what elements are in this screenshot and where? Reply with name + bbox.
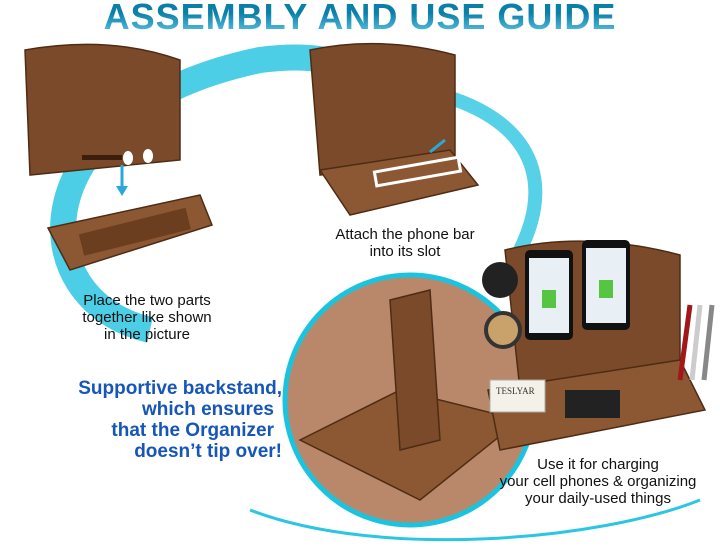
caption-line: in the picture (104, 326, 190, 343)
step2-caption: Attach the phone bar into its slot (325, 226, 485, 260)
caption-line: Attach the phone bar (335, 226, 475, 243)
backstand-callout: Supportive backstand, which ensures that… (40, 378, 282, 462)
caption-line: your daily-used things (525, 490, 671, 507)
caption-line: Use it for charging (537, 456, 659, 473)
watch-black (482, 262, 518, 298)
callout-line: Supportive backstand, (78, 378, 282, 399)
step1-base (46, 194, 213, 271)
flow-arc-bottom (249, 498, 701, 542)
caption-line: together like shown (82, 309, 212, 326)
step3-organizer (482, 240, 715, 451)
step3-caption: Use it for charging your cell phones & o… (478, 456, 718, 507)
caption-line: your cell phones & organizing (499, 473, 697, 490)
page-title: ASSEMBLY AND USE GUIDE (0, 0, 720, 38)
caption-line: into its slot (369, 243, 441, 260)
business-card (489, 379, 546, 413)
brand-card-text: TESLYAR (496, 386, 535, 396)
callout-line: which ensures (142, 399, 274, 420)
step2-assembled (309, 42, 480, 216)
callout-line: that the Organizer (111, 420, 274, 441)
watch-gold (484, 311, 522, 349)
step1-backboard (24, 43, 181, 176)
wallet (565, 390, 620, 418)
callout-line: doesn’t tip over! (134, 441, 282, 462)
caption-line: Place the two parts (83, 292, 211, 309)
step1-caption: Place the two parts together like shown … (62, 292, 232, 343)
